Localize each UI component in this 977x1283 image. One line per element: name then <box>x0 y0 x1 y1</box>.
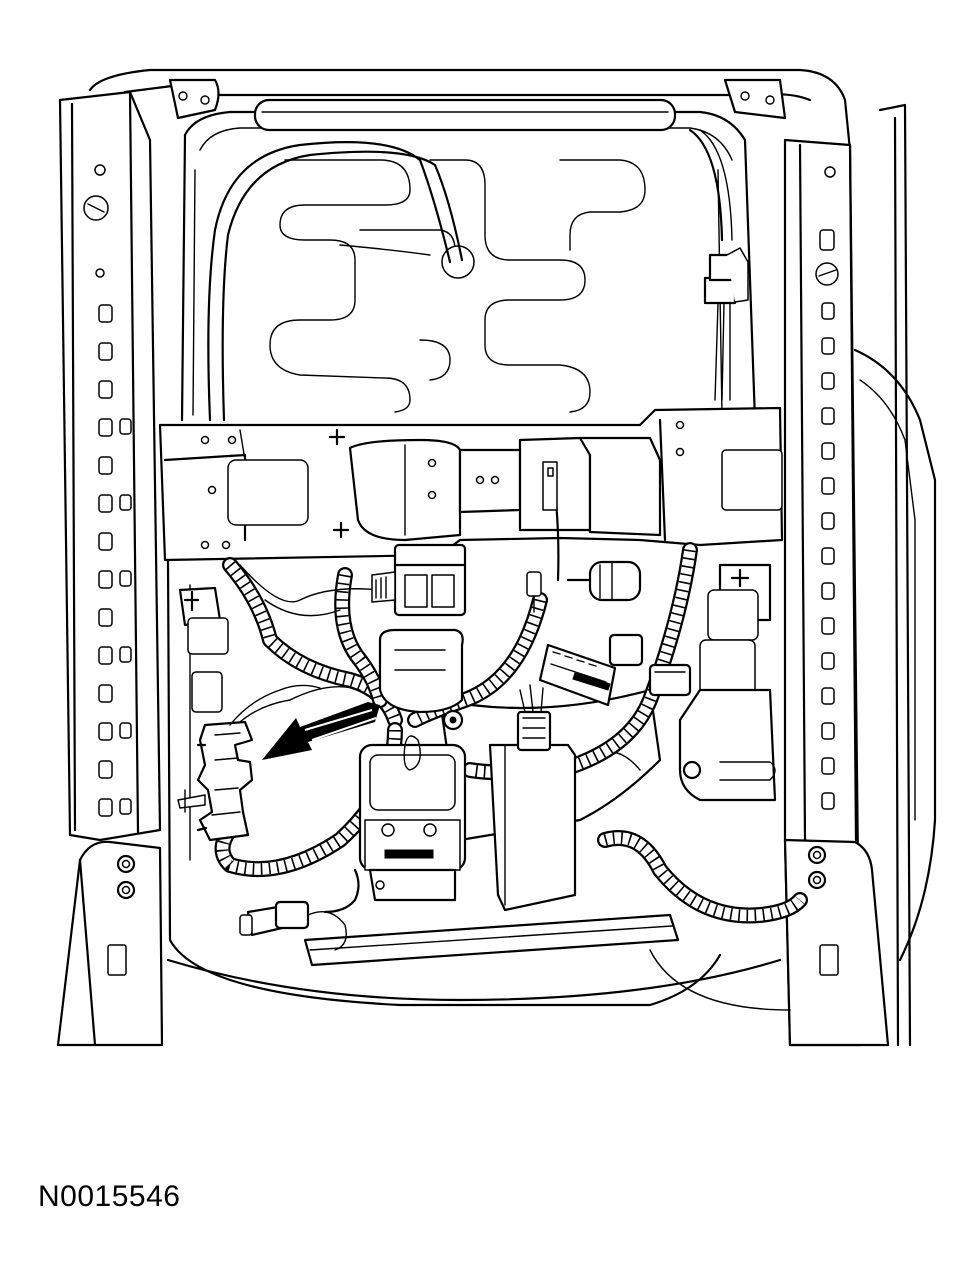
control-module <box>358 735 467 902</box>
right-frame-rail <box>783 103 937 1047</box>
right-rail-slots <box>819 229 835 810</box>
serpentine-pad <box>269 159 646 413</box>
side-airbag-connector <box>177 684 321 842</box>
sensor-module <box>488 684 577 912</box>
figure-id-label: N0015546 <box>38 1180 181 1213</box>
center-connector-stack <box>371 543 467 731</box>
cross-member <box>158 406 784 562</box>
bottom-rod <box>303 913 680 967</box>
lower-connector <box>239 868 360 951</box>
upper-right-connector <box>688 128 749 401</box>
upper-harness-loop <box>207 141 464 422</box>
right-center-connector <box>526 461 692 707</box>
seat-back-panel <box>88 68 852 422</box>
left-frame-rail <box>56 90 164 1047</box>
arrow-pointer-icon <box>262 702 380 760</box>
left-rail-slots <box>98 304 132 817</box>
